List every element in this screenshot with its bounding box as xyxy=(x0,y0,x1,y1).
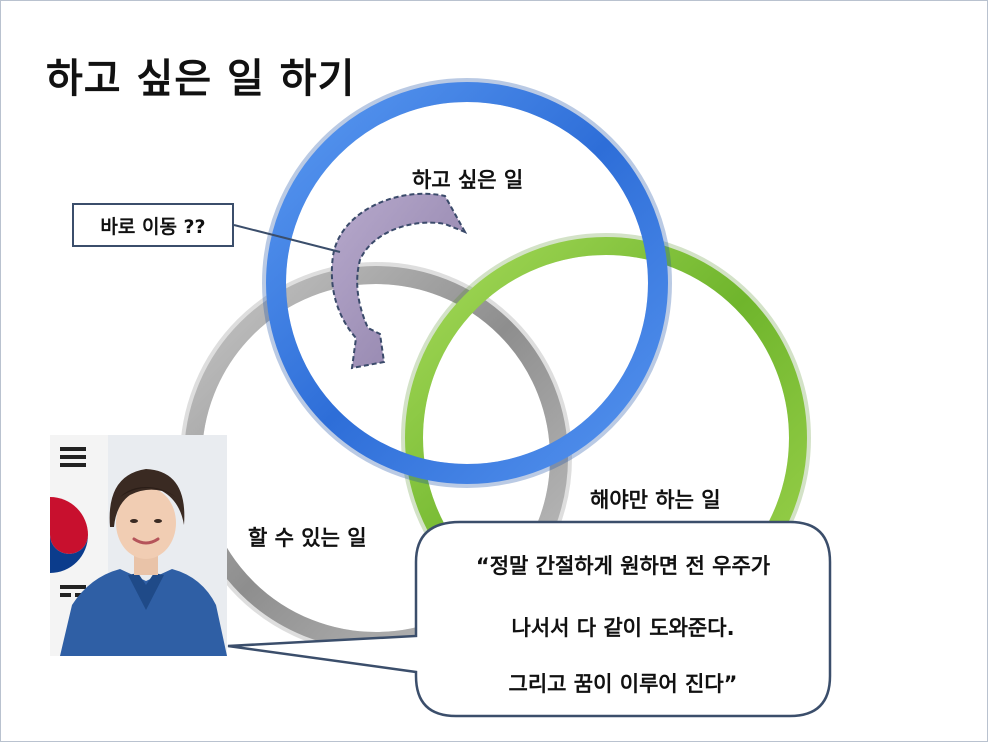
label-must: 해야만 하는 일 xyxy=(590,488,721,512)
quote-line-3: 그리고 꿈이 이루어 진다” xyxy=(508,672,738,696)
callout-connector xyxy=(233,224,341,253)
callout-box: 바로 이동 ?? xyxy=(72,203,234,247)
quote-bubble xyxy=(227,520,832,718)
portrait-photo xyxy=(50,435,227,656)
label-want: 하고 싶은 일 xyxy=(412,168,524,192)
quote-line-1: “정말 간절하게 원하면 전 우주가 xyxy=(475,554,771,578)
curved-arrow xyxy=(330,192,468,370)
quote-line-2: 나서서 다 같이 도와준다. xyxy=(511,616,735,640)
label-can: 할 수 있는 일 xyxy=(248,526,367,550)
callout-label: 바로 이동 ?? xyxy=(100,215,206,238)
slide-title: 하고 싶은 일 하기 xyxy=(46,56,356,102)
quote-text-box: “정말 간절하게 원하면 전 우주가 나서서 다 같이 도와준다. 그리고 꿈이… xyxy=(416,520,830,716)
person-portrait-icon xyxy=(50,435,227,656)
